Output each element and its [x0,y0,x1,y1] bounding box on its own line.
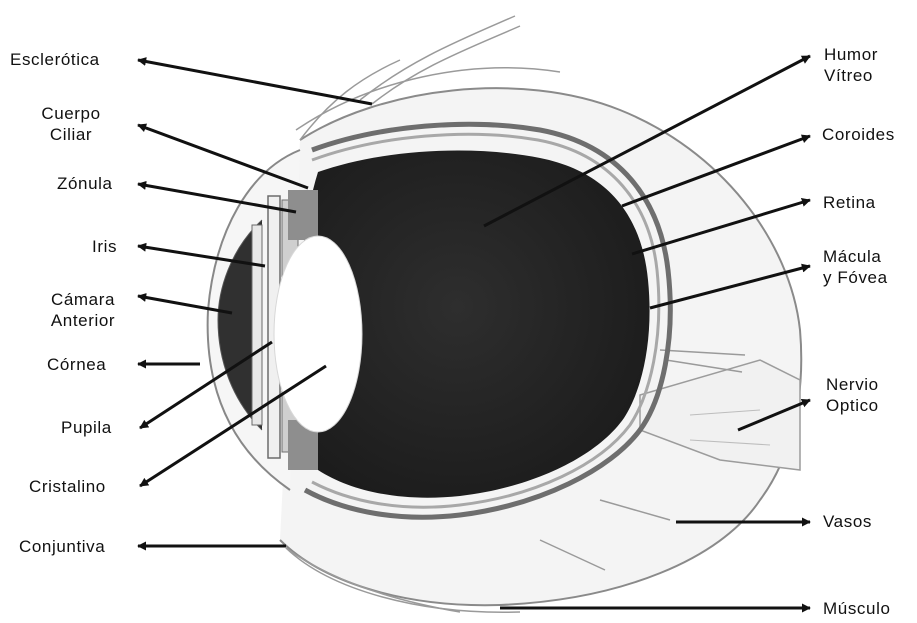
label-cornea: Córnea [47,354,106,375]
label-nervio-optico-line2: Optico [826,395,879,416]
label-vasos: Vasos [823,511,872,532]
label-humor-vitreo-line1: Humor [824,44,878,65]
label-nervio-optico-line1: Nervio [826,374,879,395]
label-esclerotica: Esclerótica [10,49,100,70]
label-macula-fovea-line2: y Fóvea [823,267,888,288]
label-retina: Retina [823,192,876,213]
arrow-esclerotica [138,60,372,104]
label-macula-fovea-line1: Mácula [823,246,888,267]
label-nervio-optico: Nervio Optico [826,374,879,416]
label-camara-anterior-line1: Cámara [38,289,128,310]
label-camara-anterior-line2: Anterior [38,310,128,331]
label-macula-fovea: Mácula y Fóvea [823,246,888,288]
label-zonula: Zónula [57,173,113,194]
lens [274,236,362,432]
label-conjuntiva: Conjuntiva [19,536,105,557]
label-cuerpo-ciliar-line1: Cuerpo [36,103,106,124]
label-humor-vitreo: Humor Vítreo [824,44,878,86]
label-cuerpo-ciliar: Cuerpo Ciliar [36,103,106,145]
label-coroides: Coroides [822,124,895,145]
label-humor-vitreo-line2: Vítreo [824,65,878,86]
label-musculo: Músculo [823,598,891,619]
label-pupila: Pupila [61,417,112,438]
label-camara-anterior: Cámara Anterior [38,289,128,331]
arrow-cuerpo-ciliar [138,125,308,188]
label-cuerpo-ciliar-line2: Ciliar [36,124,106,145]
label-cristalino: Cristalino [29,476,106,497]
label-iris: Iris [92,236,117,257]
